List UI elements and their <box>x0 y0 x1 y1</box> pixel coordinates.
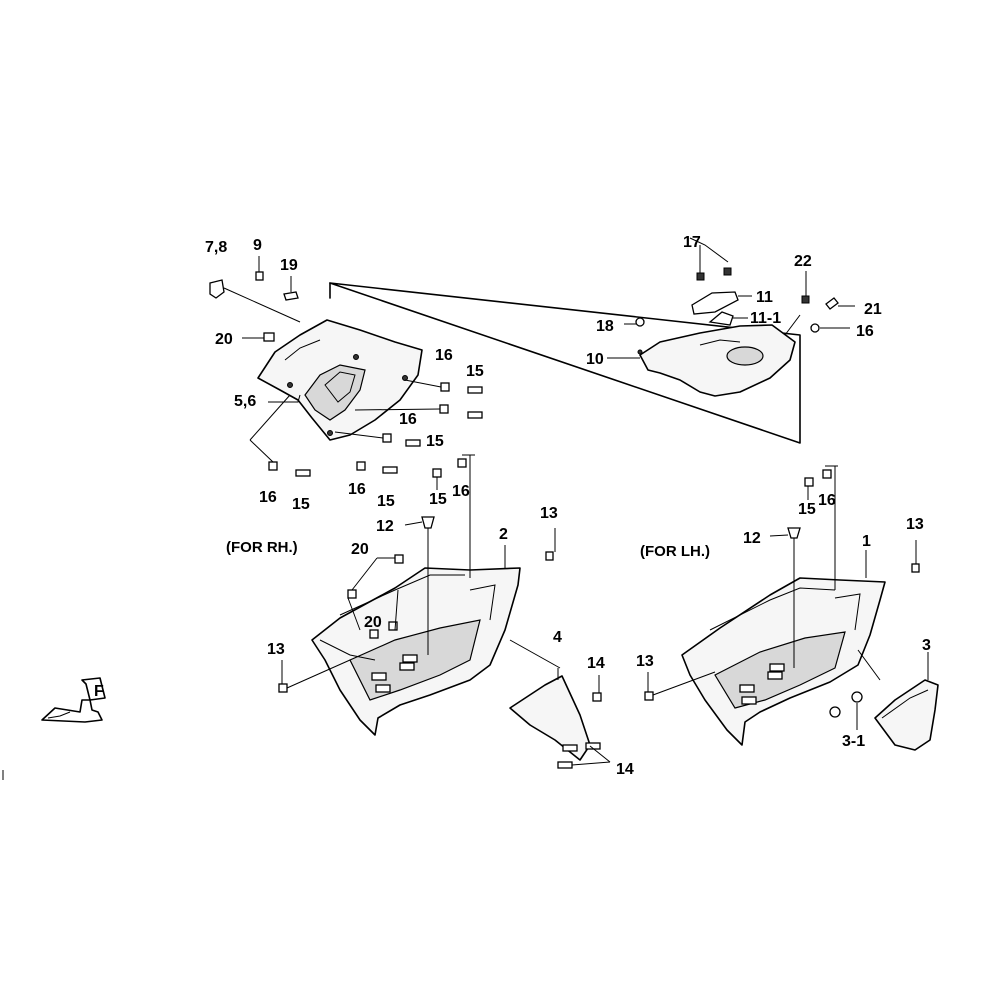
label-16-c: 16 <box>259 489 277 506</box>
screw-part-9 <box>255 256 264 281</box>
label-16-e: 16 <box>452 483 470 500</box>
label-12-lh: 12 <box>743 530 761 547</box>
label-13-a: 13 <box>540 505 558 522</box>
label-16-d: 16 <box>348 481 366 498</box>
label-20-b: 20 <box>351 541 369 558</box>
label-15-c: 15 <box>292 496 310 513</box>
label-3-1: 3-1 <box>842 733 865 750</box>
front-direction-arrow-icon <box>41 677 106 723</box>
label-5-6: 5,6 <box>234 393 256 410</box>
dash-cover-part-10 <box>637 324 796 397</box>
lh-hardware <box>644 465 920 701</box>
label-16-a: 16 <box>435 347 453 364</box>
label-2: 2 <box>499 526 508 543</box>
note-for-lh: (FOR LH.) <box>640 543 710 560</box>
nut-part-20-upper <box>242 332 275 342</box>
label-15-a: 15 <box>466 363 484 380</box>
label-16-f: 16 <box>856 323 874 340</box>
label-17: 17 <box>683 234 701 251</box>
clip-part-7-8 <box>209 279 301 323</box>
label-1: 1 <box>862 533 871 550</box>
label-18: 18 <box>596 318 614 335</box>
label-4: 4 <box>553 629 562 646</box>
label-15-d: 15 <box>377 493 395 510</box>
grommet-part-19 <box>283 276 299 301</box>
screw-part-21-22 <box>607 271 855 359</box>
label-3: 3 <box>922 637 931 654</box>
label-19: 19 <box>280 257 298 274</box>
rh-footwell-part-2 <box>311 567 521 736</box>
label-11-1: 11-1 <box>750 310 781 327</box>
bracket-part-11 <box>689 237 752 315</box>
note-for-rh: (FOR RH.) <box>226 539 298 556</box>
label-20-upper: 20 <box>215 331 233 348</box>
cap-part-11-1 <box>708 311 748 326</box>
label-14-b: 14 <box>616 761 634 778</box>
label-13-c: 13 <box>906 516 924 533</box>
front-arrow-letter: F <box>94 683 104 700</box>
label-15-e: 15 <box>429 491 447 508</box>
side-cover-part-5-6 <box>257 319 423 441</box>
bolts-washers-upper-left <box>249 379 483 478</box>
leader-5-6 <box>268 394 301 403</box>
clip-part-18 <box>624 317 645 327</box>
label-13-d: 13 <box>636 653 654 670</box>
label-13-b: 13 <box>267 641 285 658</box>
label-16-b: 16 <box>399 411 417 428</box>
label-14-a: 14 <box>587 655 605 672</box>
rh-hardware <box>278 454 561 693</box>
label-7-8: 7,8 <box>205 239 227 256</box>
label-15-b: 15 <box>426 433 444 450</box>
label-15-f: 15 <box>798 501 816 518</box>
label-12-rh: 12 <box>376 518 394 535</box>
label-11: 11 <box>756 289 773 306</box>
label-21: 21 <box>864 301 882 318</box>
label-10: 10 <box>586 351 604 368</box>
label-16-g: 16 <box>818 492 836 509</box>
side-panel-part-3 <box>829 652 939 751</box>
cover-sheet-outline <box>329 282 801 444</box>
label-20-c: 20 <box>364 614 382 631</box>
side-panel-part-4 <box>509 668 611 769</box>
label-9: 9 <box>253 237 262 254</box>
lh-footwell-part-1 <box>681 577 886 746</box>
label-22: 22 <box>794 253 812 270</box>
